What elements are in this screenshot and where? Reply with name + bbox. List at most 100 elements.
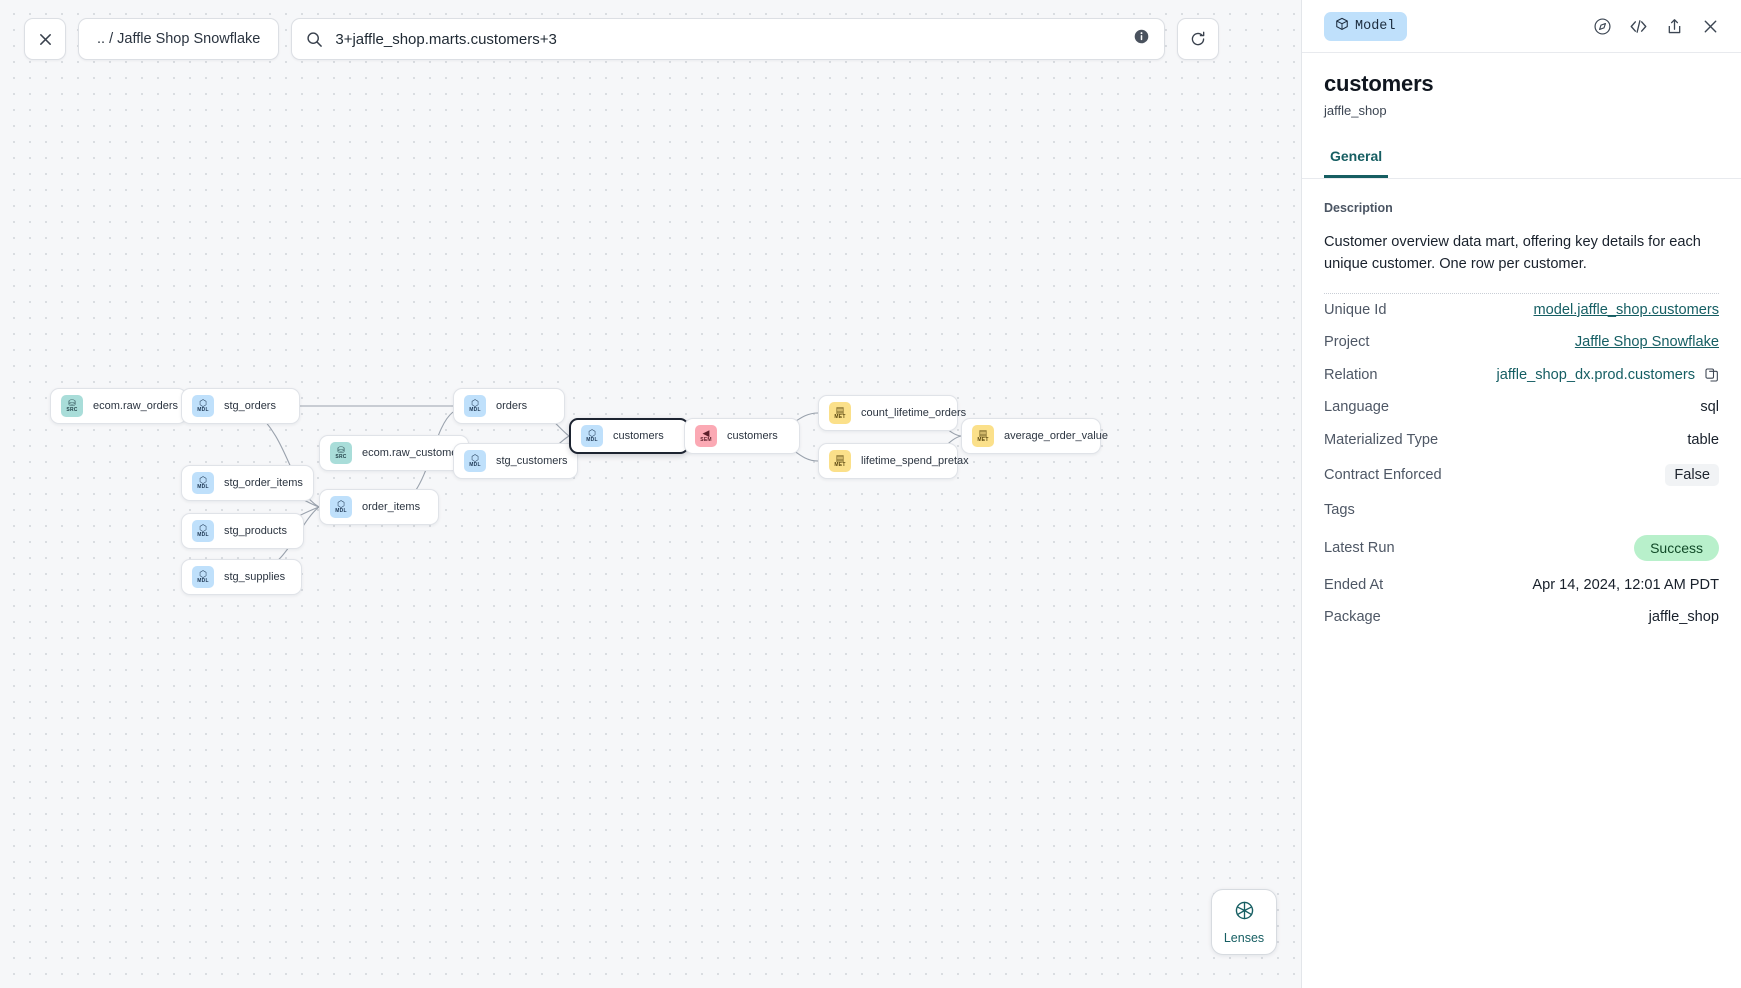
aperture-icon — [1234, 900, 1255, 926]
graph-node-label: customers — [613, 430, 664, 442]
graph-node-label: count_lifetime_orders — [861, 407, 967, 419]
canvas-toolbar: .. / Jaffle Shop Snowflake — [24, 18, 1220, 60]
met-badge-icon: ▤MET — [829, 402, 851, 424]
mdl-badge-icon: ⬡MDL — [464, 450, 486, 472]
lenses-button[interactable]: Lenses — [1211, 889, 1277, 955]
sem-badge-icon: ◀SEM — [695, 425, 717, 447]
graph-node-ecom_raw_customers[interactable]: ⛁SRC ecom.raw_customers — [319, 435, 469, 471]
graph-node-ecom_raw_orders[interactable]: ⛁SRC ecom.raw_orders — [50, 388, 187, 424]
metadata-key: Tags — [1324, 502, 1355, 519]
description-label: Description — [1324, 201, 1393, 215]
graph-node-label: lifetime_spend_pretax — [861, 455, 969, 467]
graph-node-label: ecom.raw_orders — [93, 400, 178, 412]
close-panel-icon[interactable] — [1697, 13, 1723, 39]
close-icon — [39, 33, 51, 45]
lineage-search[interactable] — [291, 18, 1166, 60]
mdl-badge-icon: ⬡MDL — [581, 425, 603, 447]
mdl-badge-icon: ⬡MDL — [192, 395, 214, 417]
graph-node-label: order_items — [362, 501, 421, 513]
graph-node-stg_orders[interactable]: ⬡MDL stg_orders — [181, 388, 300, 424]
mdl-badge-icon: ⬡MDL — [192, 566, 214, 588]
details-panel: Model — [1301, 0, 1741, 988]
metadata-value: False — [1665, 464, 1719, 487]
metadata-link[interactable]: Jaffle Shop Snowflake — [1574, 334, 1719, 351]
metadata-row: Tags — [1324, 494, 1719, 527]
graph-node-label: customers — [727, 430, 778, 442]
graph-node-stg_order_items[interactable]: ⬡MDL stg_order_items — [181, 465, 314, 501]
metadata-link[interactable]: model.jaffle_shop.customers — [1533, 301, 1720, 318]
metadata-key: Package — [1324, 609, 1381, 626]
graph-node-label: stg_order_items — [224, 477, 303, 489]
lenses-label: Lenses — [1223, 930, 1265, 945]
metadata-key: Contract Enforced — [1324, 467, 1442, 484]
graph-node-orders[interactable]: ⬡MDL orders — [453, 388, 565, 424]
breadcrumb-button[interactable]: .. / Jaffle Shop Snowflake — [78, 18, 280, 60]
tab-general[interactable]: General — [1324, 142, 1389, 178]
met-badge-icon: ▤MET — [972, 425, 994, 447]
search-icon — [306, 31, 323, 48]
metadata-value: Apr 14, 2024, 12:01 AM PDT — [1532, 576, 1719, 593]
compass-icon[interactable] — [1589, 13, 1615, 39]
graph-node-customers_semantic[interactable]: ◀SEM customers — [684, 418, 800, 454]
metadata-value: jaffle_shop — [1648, 609, 1719, 626]
metadata-row: Relation jaffle_shop_dx.prod.customers — [1324, 359, 1719, 392]
refresh-button[interactable] — [1177, 18, 1220, 60]
close-lineage-button[interactable] — [24, 18, 66, 60]
share-icon[interactable] — [1661, 13, 1687, 39]
page-title: customers — [1324, 71, 1434, 96]
metadata-row: Package jaffle_shop — [1324, 601, 1719, 634]
mdl-badge-icon: ⬡MDL — [192, 472, 214, 494]
graph-node-count_lifetime_orders[interactable]: ▤MET count_lifetime_orders — [818, 395, 966, 431]
relation-value-wrap: jaffle_shop_dx.prod.customers — [1497, 367, 1719, 383]
description-text: Customer overview data mart, offering ke… — [1324, 234, 1701, 273]
breadcrumb-label: .. / Jaffle Shop Snowflake — [97, 31, 261, 47]
model-type-chip[interactable]: Model — [1324, 11, 1407, 41]
copy-icon[interactable] — [1704, 367, 1719, 382]
code-icon[interactable] — [1625, 13, 1651, 39]
graph-node-order_items[interactable]: ⬡MDL order_items — [319, 489, 439, 525]
status-badge: Success — [1634, 534, 1719, 561]
mdl-badge-icon: ⬡MDL — [464, 395, 486, 417]
refresh-icon — [1192, 31, 1205, 46]
metadata-value: jaffle_shop_dx.prod.customers — [1496, 366, 1695, 383]
details-panel-title-block: customers jaffle_shop — [1302, 53, 1741, 118]
metadata-key: Materialized Type — [1324, 431, 1439, 448]
graph-node-label: stg_orders — [224, 400, 276, 412]
details-panel-header: Model — [1302, 0, 1741, 53]
metadata-key: Relation — [1324, 366, 1378, 383]
cube-icon — [1335, 17, 1349, 36]
details-tabs: General — [1302, 142, 1741, 179]
mdl-badge-icon: ⬡MDL — [330, 496, 352, 518]
search-input[interactable] — [335, 30, 1126, 48]
metadata-key: Latest Run — [1324, 539, 1395, 556]
metadata-row: Latest Run Success — [1324, 527, 1719, 569]
metadata-value: sql — [1700, 399, 1719, 416]
graph-node-average_order_value[interactable]: ▤MET average_order_value — [961, 418, 1108, 454]
mdl-badge-icon: ⬡MDL — [192, 520, 214, 542]
model-type-chip-label: Model — [1355, 18, 1396, 34]
src-badge-icon: ⛁SRC — [330, 442, 352, 464]
graph-node-label: ecom.raw_customers — [362, 447, 467, 459]
graph-node-label: average_order_value — [1004, 430, 1108, 442]
src-badge-icon: ⛁SRC — [61, 395, 83, 417]
metadata-value: table — [1687, 431, 1719, 448]
metadata-row: Contract Enforced False — [1324, 456, 1719, 494]
page-subtitle: jaffle_shop — [1324, 103, 1387, 118]
graph-node-label: orders — [496, 400, 528, 412]
graph-node-stg_customers[interactable]: ⬡MDL stg_customers — [453, 443, 578, 479]
description-divider — [1324, 292, 1719, 294]
graph-node-customers_model[interactable]: ⬡MDL customers — [569, 418, 689, 454]
info-icon[interactable] — [1133, 28, 1150, 50]
details-body: Description Customer overview data mart,… — [1302, 179, 1741, 988]
graph-node-label: stg_customers — [496, 455, 568, 467]
metadata-key: Project — [1324, 334, 1370, 351]
